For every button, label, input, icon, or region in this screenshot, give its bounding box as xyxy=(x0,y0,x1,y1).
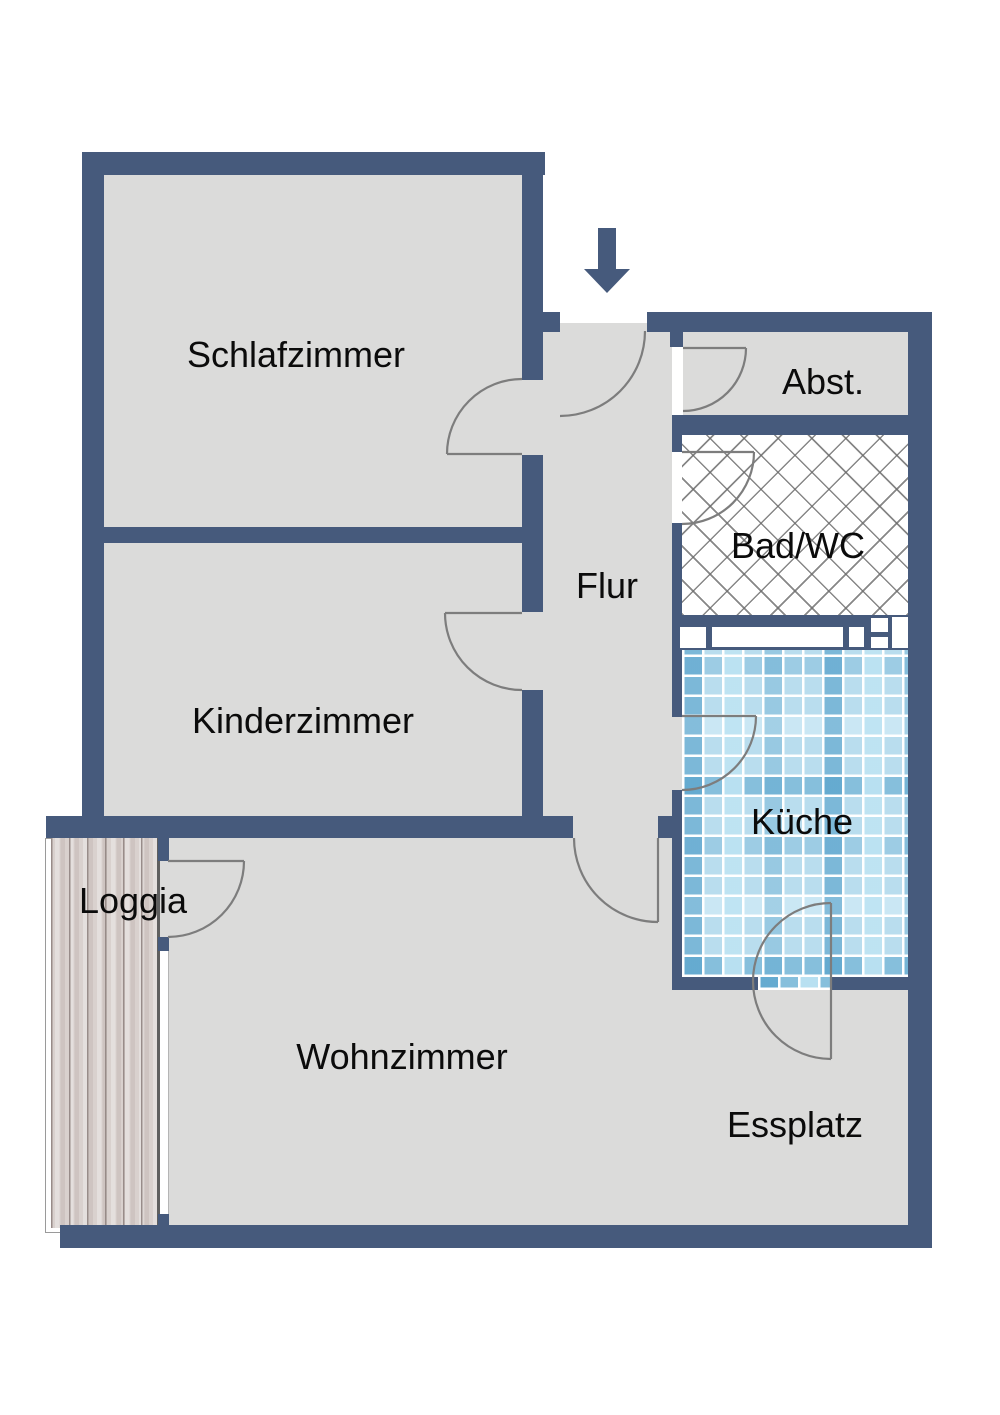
room-label-bad-wc: Bad/WC xyxy=(730,525,866,566)
room-label-loggia: Loggia xyxy=(78,880,188,921)
wall-outer-left xyxy=(82,175,104,817)
wall-kinderzimmer-right-upper xyxy=(522,543,543,612)
wall-kinder-wohnzimmer-band xyxy=(46,816,573,838)
entrance-arrow-icon xyxy=(584,228,630,293)
door-gap-wohnzimmer xyxy=(573,816,658,838)
room-label-kinderzimmer: Kinderzimmer xyxy=(191,700,415,741)
wall-loggia-window-stub-mid xyxy=(158,937,169,951)
door-gap-kinderzimmer xyxy=(522,612,543,690)
door-gap-kueche xyxy=(672,717,682,790)
wall-kueche-bottom-left xyxy=(672,977,758,990)
room-label-wohnzimmer: Wohnzimmer xyxy=(296,1036,508,1077)
shaft-opening-1 xyxy=(680,627,706,648)
shaft-opening-4 xyxy=(871,618,888,632)
wall-bad-left-jamb xyxy=(672,435,682,452)
wall-outer-bottom xyxy=(60,1225,932,1248)
wall-loggia-window-stub-bottom xyxy=(158,1214,169,1228)
room-label-flur: Flur xyxy=(576,565,638,606)
wall-loggia-door-stub-top xyxy=(158,838,169,861)
shaft-opening-3 xyxy=(849,627,864,647)
wall-kueche-left-lower xyxy=(672,790,682,977)
wall-schlafzimmer-right-upper xyxy=(522,152,543,380)
room-kinderzimmer-floor xyxy=(104,543,522,817)
wall-kueche-bottom-right xyxy=(832,977,932,990)
wall-abst-bottom xyxy=(672,415,908,435)
door-gap-schlafzimmer xyxy=(522,380,543,455)
door-gap-kueche-essplatz xyxy=(758,977,832,990)
room-kueche-floor xyxy=(682,650,908,977)
wall-abst-left-stub xyxy=(670,332,683,347)
loggia-door-threshold xyxy=(160,860,168,937)
loggia-window-frame-line xyxy=(157,838,160,1230)
shaft-opening-6 xyxy=(892,617,908,648)
wall-schlafzimmer-right-lower xyxy=(522,455,543,527)
wall-outer-top-right xyxy=(647,312,932,332)
room-label-schlafzimmer: Schlafzimmer xyxy=(186,334,406,375)
shaft-opening-2 xyxy=(712,627,843,647)
wall-outer-right xyxy=(908,332,932,1247)
loggia-wood-floor xyxy=(51,838,158,1228)
wall-entry-left-footing xyxy=(543,312,560,332)
loggia-window-glass xyxy=(160,951,169,1214)
room-schlafzimmer-floor xyxy=(104,175,522,527)
wall-schlaf-kinder-divider xyxy=(104,527,543,543)
room-label-kueche: Küche xyxy=(750,801,854,842)
wall-kueche-left-upper xyxy=(672,650,682,717)
wall-kinderzimmer-right-lower xyxy=(522,690,543,838)
wall-outer-top xyxy=(82,152,545,175)
shaft-opening-5 xyxy=(871,637,888,648)
room-label-abst: Abst. xyxy=(781,361,865,402)
door-gap-bad-wc xyxy=(672,452,682,523)
wall-bad-left xyxy=(672,523,682,615)
room-label-essplatz: Essplatz xyxy=(726,1104,864,1145)
